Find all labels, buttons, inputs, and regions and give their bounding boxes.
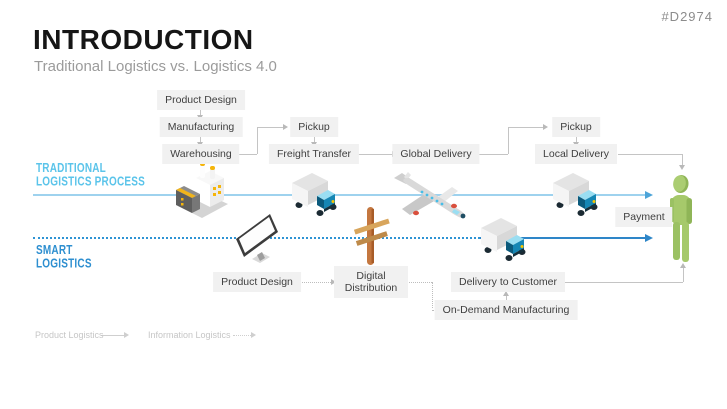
connector-line [618,154,682,155]
connector-dotted-line [297,282,331,283]
arrow-up-icon [680,263,686,268]
step-global-delivery: Global Delivery [392,144,480,164]
step-warehousing: Warehousing [162,144,240,164]
step-on-demand-manufacturing: On-Demand Manufacturing [434,300,578,320]
arrow-down-icon [679,165,685,170]
legend-arrow-right-icon [251,332,256,338]
connector-line [683,268,684,282]
step-pickup-1: Pickup [290,117,338,137]
connector-line [200,110,201,115]
connector-line [576,137,577,142]
connector-dotted-line [407,282,432,283]
delivery-truck-icon [286,169,344,217]
connector-line [257,127,283,128]
traditional-lane-line [33,194,645,196]
delivery-truck-icon [475,214,533,262]
step-product-design: Product Design [157,90,245,110]
arrow-right-icon [331,279,336,285]
page-subtitle: Traditional Logistics vs. Logistics 4.0 [34,58,277,75]
signpost-icon [353,203,391,269]
step-pickup-2: Pickup [552,117,600,137]
arrow-right-icon [543,124,548,130]
connector-line [508,127,509,154]
arrow-up-icon [503,291,509,296]
delivery-truck-icon [547,169,605,217]
connector-line [506,296,507,300]
smart-lane-solid-line [480,237,645,239]
step-product-design-smart: Product Design [213,272,301,292]
computer-monitor-icon [234,209,282,265]
connector-line [563,282,683,283]
smart-lane-label: SMART LOGISTICS [36,243,92,271]
connector-line [314,137,315,142]
cargo-plane-icon [392,171,476,225]
step-delivery-to-customer: Delivery to Customer [450,272,566,292]
step-freight-transfer: Freight Transfer [268,144,360,164]
arrow-right-icon [283,124,288,130]
connector-line [257,127,258,154]
connector-line [354,154,392,155]
slide-code: #D2974 [661,9,713,24]
step-digital-distribution: Digital Distribution [334,266,408,298]
connector-dotted-line [432,282,433,308]
legend-information-logistics: Information Logistics [148,330,231,340]
traditional-lane-label: TRADITIONAL LOGISTICS PROCESS [36,161,145,189]
step-manufacturing: Manufacturing [159,117,243,137]
step-payment: Payment [615,207,673,227]
traditional-lane-arrow-icon [645,191,653,199]
legend-product-logistics: Product Logistics [35,330,104,340]
customer-person-icon [663,174,703,264]
legend-arrow-right-icon [124,332,129,338]
page-title: INTRODUCTION [33,24,254,55]
connector-line [508,127,543,128]
connector-line [476,154,508,155]
connector-line [682,154,683,165]
legend-solid-line [101,335,124,336]
legend-dotted-line [233,335,251,336]
smart-lane-arrow-icon [645,234,653,242]
factory-icon [170,160,232,222]
step-local-delivery: Local Delivery [535,144,617,164]
connector-line [234,154,257,155]
connector-line [200,137,201,142]
